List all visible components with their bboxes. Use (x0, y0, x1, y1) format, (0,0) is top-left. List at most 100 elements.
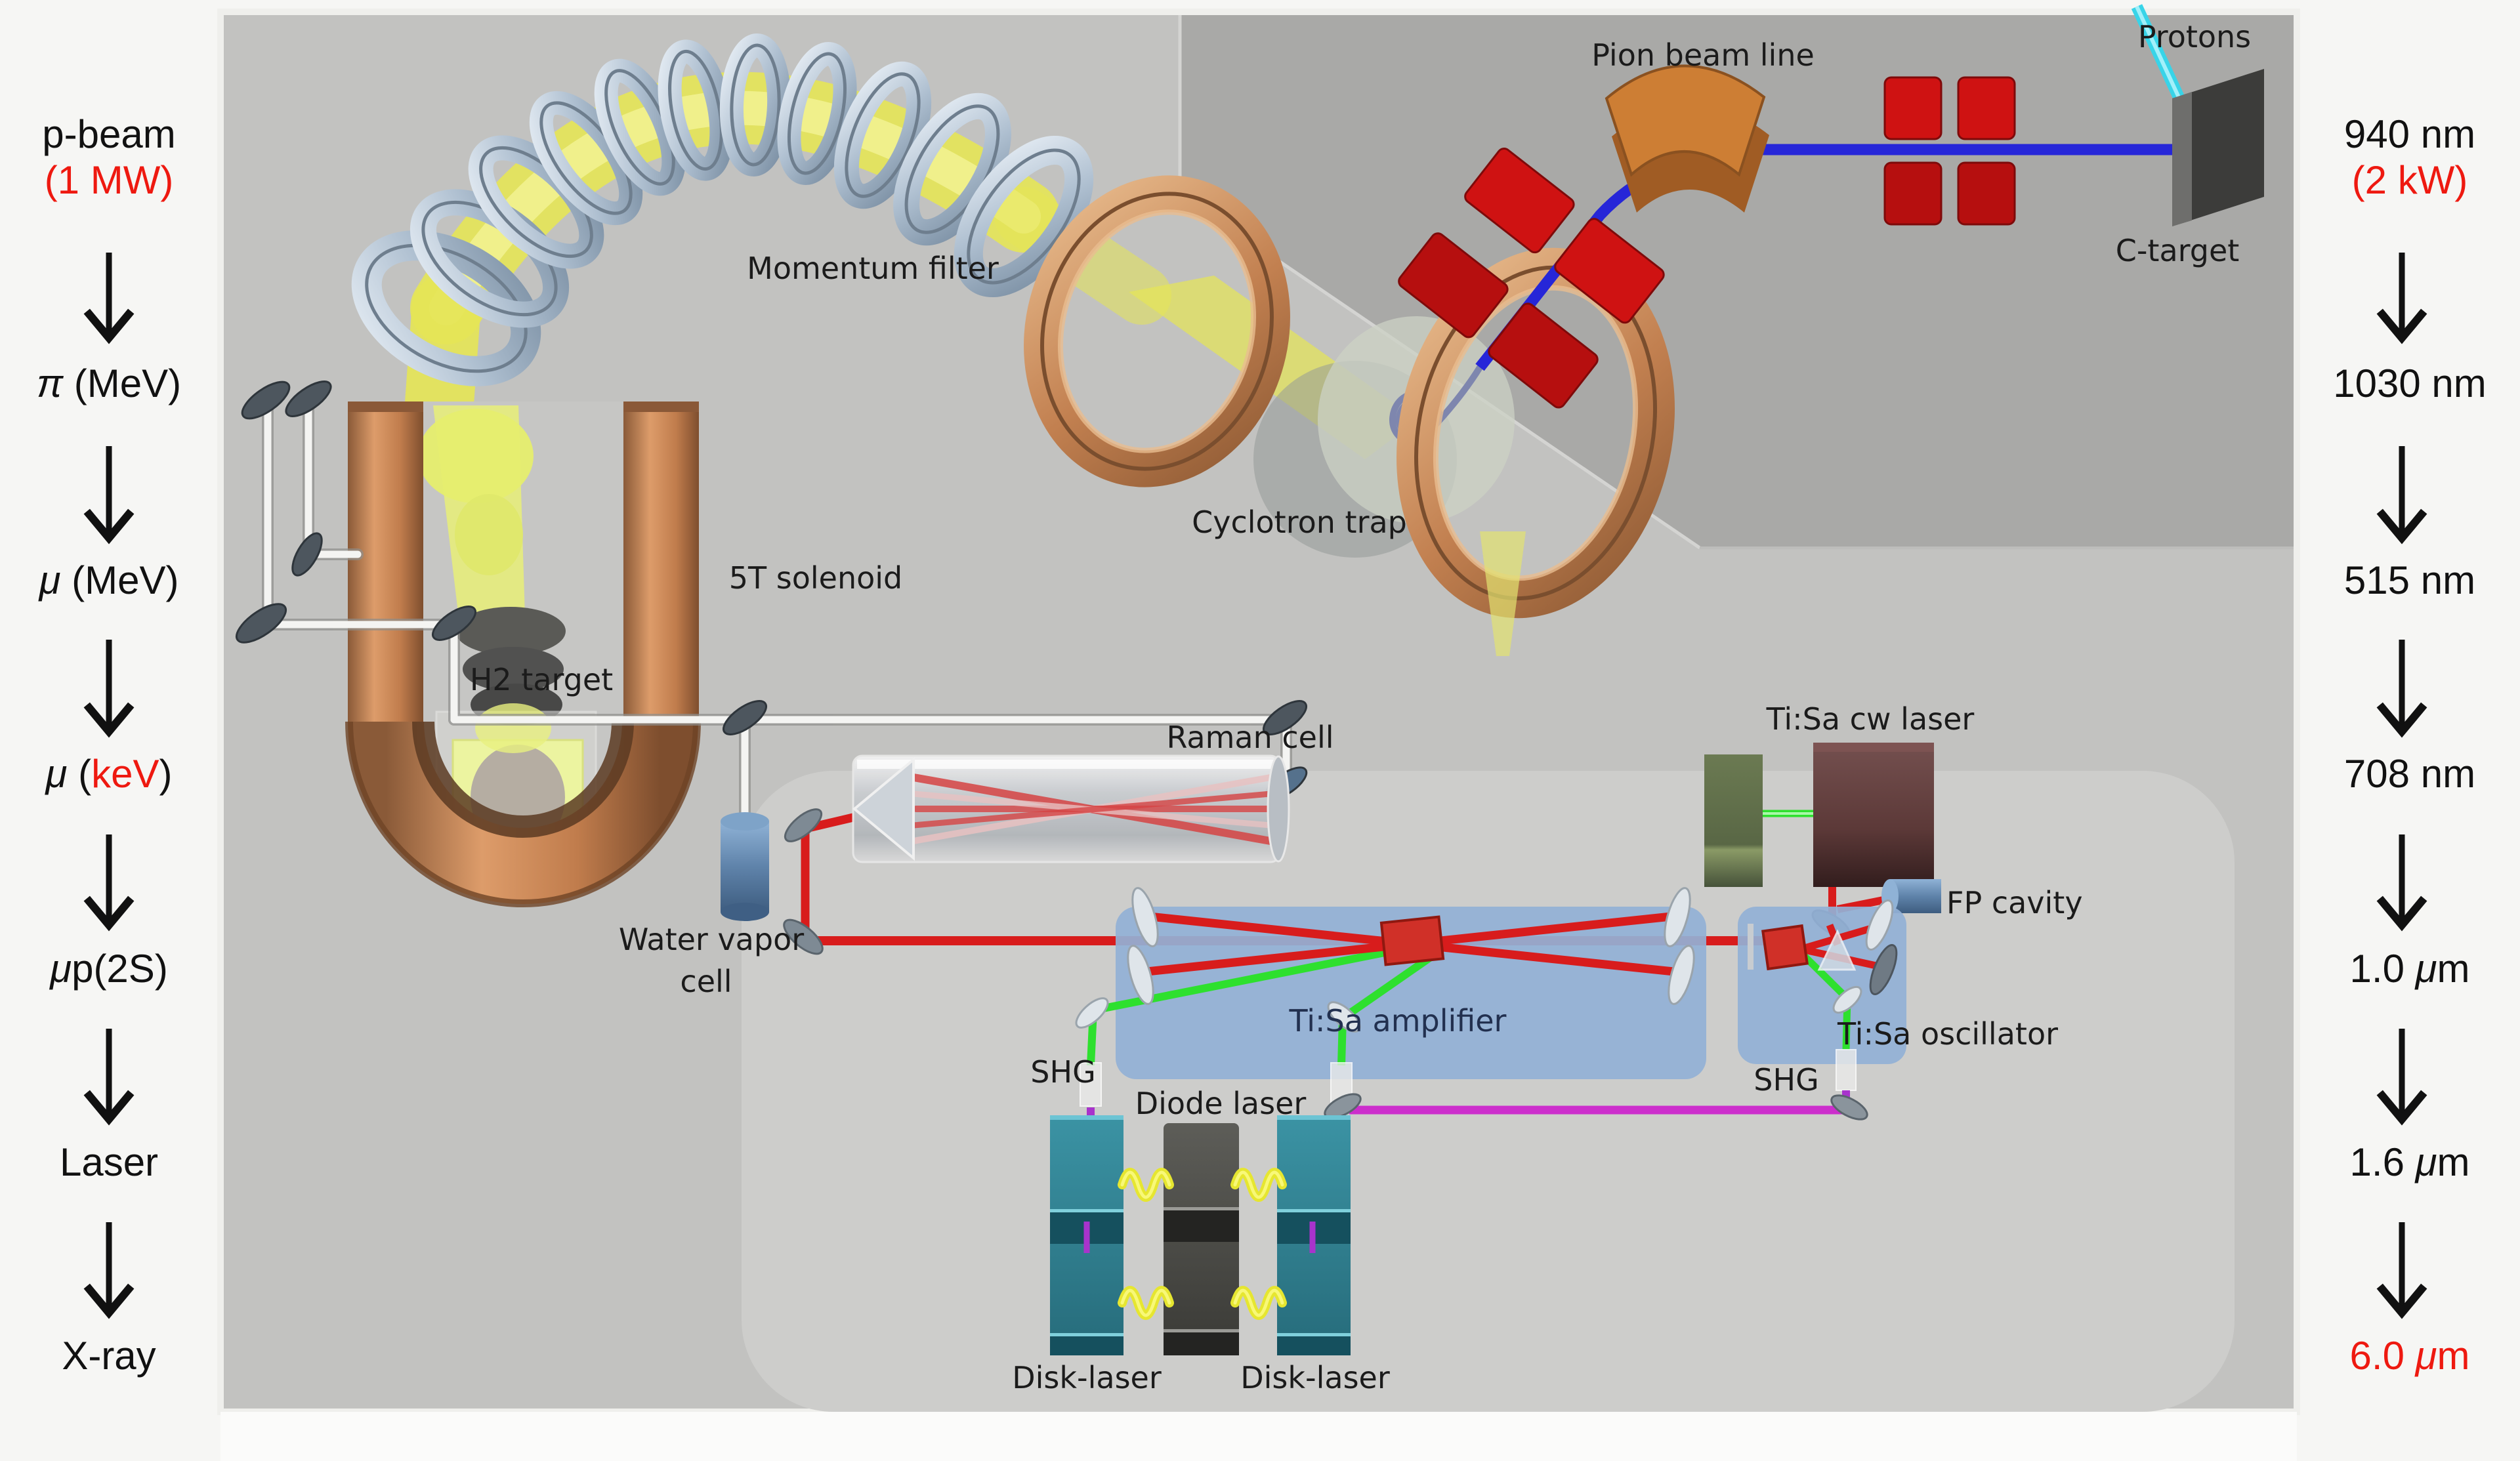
solenoid-bottom-rim (412, 721, 634, 838)
quadrupole-magnets-horizontal (1883, 76, 2016, 226)
tisa-oscillator (1324, 899, 1906, 1121)
solenoid-wall-cap (348, 401, 423, 412)
label-shg-right: SHG (1754, 1062, 1818, 1098)
label-disk-laser-left: Disk-laser (1012, 1360, 1162, 1395)
flow-item-708nm: 708 nm (2344, 752, 2475, 796)
c-target-edge (2172, 92, 2192, 226)
beam-glow (455, 494, 523, 575)
label-5t-solenoid: 5T solenoid (729, 560, 902, 596)
cw-laser-box-top (1813, 743, 1934, 752)
label-tisa-cw-laser: Ti:Sa cw laser (1766, 701, 1975, 737)
flow-item-mu-kev: μ (keV) (45, 752, 173, 796)
flow-item-2kw: (2 kW) (2352, 158, 2468, 202)
flow-item-xray: X-ray (62, 1334, 156, 1378)
tisa-amplifier (1075, 887, 1706, 1124)
filter-ring (777, 41, 857, 186)
label-tisa-amplifier: Ti:Sa amplifier (1289, 1003, 1507, 1039)
prism (1817, 929, 1857, 971)
solenoid-5t (345, 401, 701, 907)
filter-ring (954, 135, 1094, 298)
label-cyclotron-trap: Cyclotron trap (1192, 504, 1407, 540)
diode-laser-stack (1164, 1123, 1239, 1355)
flow-item-pi: π (MeV) (37, 361, 181, 405)
label-h2-target: H2 target (470, 662, 613, 697)
solenoid-bottom (348, 721, 698, 904)
tisa-crystal-osc (1761, 924, 1809, 971)
flow-item-1um: 1.0 μm (2350, 947, 2470, 991)
mirror (1832, 985, 1862, 1014)
mirror (1865, 899, 1894, 951)
mirror (1664, 887, 1691, 947)
filter-ring (658, 39, 734, 181)
pump-fibers (1118, 1168, 1287, 1320)
cw-laser-group (1704, 743, 1941, 938)
flow-item-940nm: 940 nm (2344, 112, 2475, 156)
cw-laser-box (1813, 743, 1934, 887)
panel-bottom-strip (220, 1412, 2297, 1461)
raman-cell-cone (852, 756, 915, 861)
label-raman-cell: Raman cell (1166, 720, 1334, 755)
stack-disk (463, 647, 564, 691)
flow-item-1-6um: 1.6 μm (2350, 1140, 2470, 1184)
mirror (1668, 945, 1695, 1005)
label-momentum-filter: Momentum filter (747, 251, 999, 286)
label-shg-left: SHG (1030, 1054, 1095, 1090)
water-vapor-cell (721, 812, 769, 921)
label-tisa-oscillator: Ti:Sa oscillator (1837, 1016, 2058, 1052)
solenoid-wall-cap (623, 401, 699, 412)
solenoid-wall-left (348, 401, 423, 724)
flow-item-mup2s: μp(2S) (49, 947, 168, 991)
beam-exit-yellow (1480, 531, 1526, 656)
raman-cell-endcap (1267, 755, 1290, 863)
mirror (432, 606, 476, 641)
dipole-magnet (1605, 64, 1766, 177)
shg-crystal-left (1080, 1062, 1102, 1107)
water-vapor-cell-bottom (721, 903, 769, 921)
mirror (784, 808, 823, 842)
beam-glow (475, 703, 551, 753)
flow-item-p-beam-power: (1 MW) (45, 158, 174, 202)
mirror (1075, 997, 1109, 1029)
flow-item-1030nm: 1030 nm (2333, 361, 2487, 405)
label-water-vapor-2: cell (680, 964, 732, 999)
mirror (1127, 945, 1154, 1005)
label-disk-laser-right: Disk-laser (1240, 1360, 1390, 1395)
beam-red (1803, 922, 1880, 952)
filter-ring (351, 230, 541, 386)
label-fp-cavity: FP cavity (1946, 885, 2083, 920)
mirror (285, 381, 332, 417)
laser-table (742, 771, 2235, 1412)
solenoid-bottom-edge (345, 721, 701, 907)
mirror (1869, 944, 1898, 995)
pion-beam-line (1398, 4, 2264, 409)
mirror (783, 918, 824, 955)
raman-cell (852, 754, 1290, 863)
quadrupole-magnets-diagonal (1398, 148, 1665, 409)
flow-item-mu-mev: μ (MeV) (38, 558, 179, 602)
stack-disk (455, 607, 566, 655)
label-diode-laser: Diode laser (1135, 1086, 1307, 1121)
mirror (1327, 1001, 1361, 1033)
pump-laser-box (1704, 754, 1763, 887)
flow-column-right: 940 nm (2 kW) 1030 nm 515 nm 708 nm 1.0 … (2333, 112, 2487, 1378)
mirror (236, 603, 287, 644)
solenoid-wall-right (623, 401, 699, 724)
label-pion-beam-line: Pion beam line (1591, 37, 1815, 73)
beam-glow (418, 409, 534, 503)
c-target-plate (2172, 69, 2264, 226)
mirror (241, 381, 291, 420)
mirror (723, 700, 767, 735)
apparatus-panel: Momentum filter Pion beam line Protons C… (217, 4, 2300, 1461)
etalon (1748, 924, 1754, 970)
flow-column-left: p-beam (1 MW) π (MeV) μ (MeV) μ (keV) μp… (37, 112, 181, 1378)
filter-ring (833, 61, 932, 209)
tisa-crystal (1379, 915, 1445, 966)
flow-item-laser: Laser (60, 1140, 158, 1184)
label-water-vapor-1: Water vapor (619, 922, 804, 957)
disk-laser-right-stack (1277, 1115, 1351, 1355)
water-vapor-cell-body (721, 821, 769, 912)
shg-crystal-osc (1836, 1049, 1857, 1091)
amplifier-panel (1116, 907, 1706, 1079)
flow-item-p-beam: p-beam (42, 112, 175, 156)
